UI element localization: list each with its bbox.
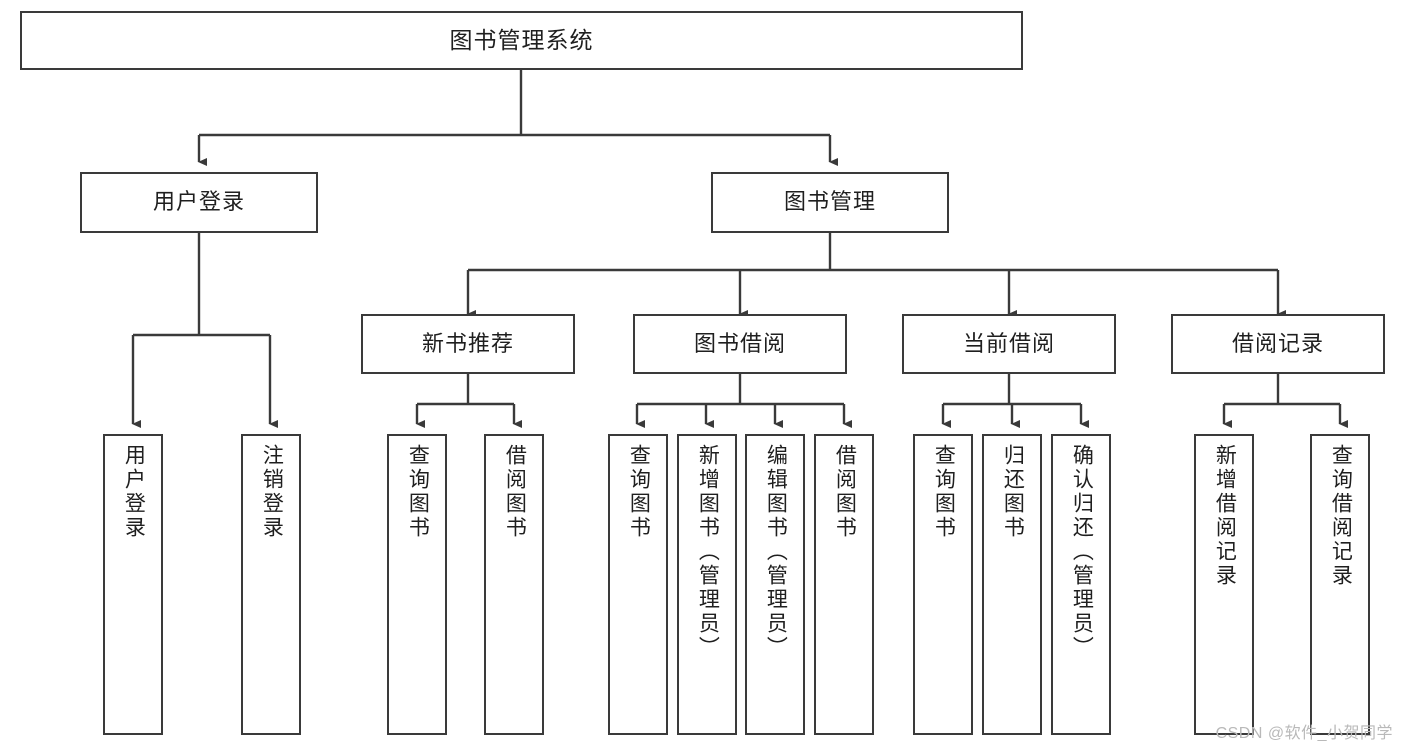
leaf-label: 查询借阅记录 (1329, 444, 1353, 588)
leaf-return-book[interactable]: 归还图书 (982, 434, 1042, 735)
leaf-label: 确认归还（管理员） (1070, 444, 1094, 660)
node-label: 借阅记录 (1231, 330, 1324, 356)
watermark: CSDN @软件_小贺同学 (1215, 725, 1393, 742)
node-label: 图书管理系统 (449, 26, 594, 53)
node-user-login[interactable]: 用户登录 (80, 172, 318, 233)
leaf-label: 归还图书 (1001, 444, 1025, 540)
leaf-label: 编辑图书（管理员） (764, 444, 788, 660)
node-label: 新书推荐 (421, 330, 514, 356)
leaf-label: 借阅图书 (503, 444, 527, 540)
node-book-management[interactable]: 图书管理 (711, 172, 949, 233)
leaf-label: 查询图书 (406, 444, 430, 540)
node-label: 图书管理 (783, 189, 876, 215)
node-new-book-recommend[interactable]: 新书推荐 (361, 314, 575, 374)
leaf-borrow-book[interactable]: 借阅图书 (814, 434, 874, 735)
leaf-label: 注销登录 (260, 444, 284, 540)
leaf-user-login[interactable]: 用户登录 (103, 434, 163, 735)
node-borrow-record[interactable]: 借阅记录 (1171, 314, 1385, 374)
leaf-query-book-current[interactable]: 查询图书 (913, 434, 973, 735)
node-current-borrow[interactable]: 当前借阅 (902, 314, 1116, 374)
node-label: 图书借阅 (693, 330, 786, 356)
leaf-query-book-borrow[interactable]: 查询图书 (608, 434, 668, 735)
node-book-borrow[interactable]: 图书借阅 (633, 314, 847, 374)
leaf-edit-book-admin[interactable]: 编辑图书（管理员） (745, 434, 805, 735)
leaf-add-borrow-record[interactable]: 新增借阅记录 (1194, 434, 1254, 735)
node-root-system[interactable]: 图书管理系统 (20, 11, 1023, 70)
node-label: 当前借阅 (962, 330, 1055, 356)
leaf-label: 用户登录 (122, 444, 146, 540)
leaf-label: 查询图书 (932, 444, 956, 540)
leaf-label: 新增图书（管理员） (696, 444, 720, 660)
leaf-add-book-admin[interactable]: 新增图书（管理员） (677, 434, 737, 735)
leaf-label: 新增借阅记录 (1213, 444, 1237, 588)
leaf-user-logout[interactable]: 注销登录 (241, 434, 301, 735)
leaf-query-book-recommend[interactable]: 查询图书 (387, 434, 447, 735)
leaf-label: 借阅图书 (833, 444, 857, 540)
node-label: 用户登录 (152, 189, 245, 215)
leaf-query-borrow-record[interactable]: 查询借阅记录 (1310, 434, 1370, 735)
leaf-confirm-return-admin[interactable]: 确认归还（管理员） (1051, 434, 1111, 735)
leaf-label: 查询图书 (627, 444, 651, 540)
leaf-borrow-book-recommend[interactable]: 借阅图书 (484, 434, 544, 735)
